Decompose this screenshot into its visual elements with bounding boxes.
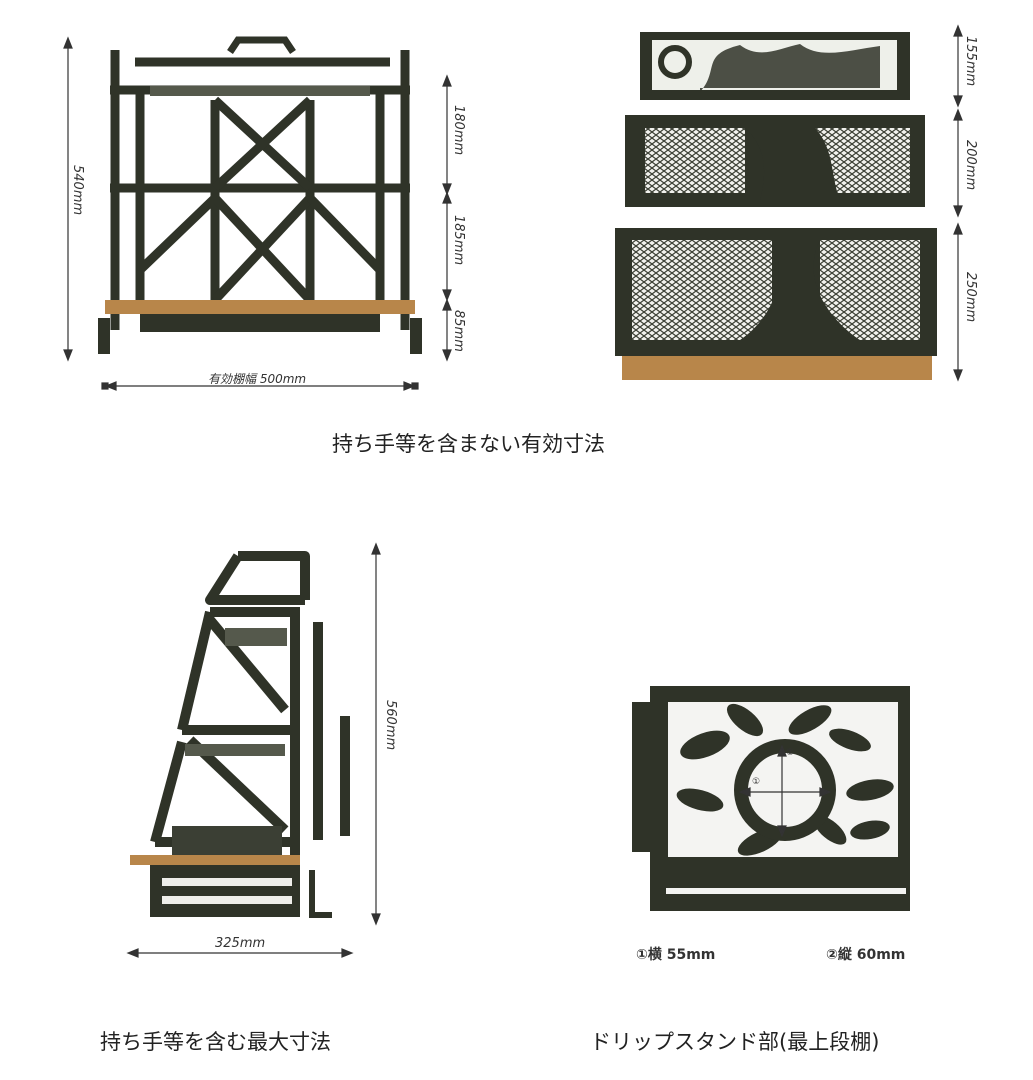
wood-board-side — [130, 855, 300, 865]
caption-effective-dimensions: 持ち手等を含まない有効寸法 — [332, 432, 605, 456]
note-height: ②縦 60mm — [826, 947, 906, 963]
wood-board-front — [105, 300, 415, 314]
note-width: ①横 55mm — [636, 947, 716, 963]
caption-drip-stand: ドリップスタンド部(最上段棚) — [590, 1030, 880, 1054]
wood-board-shelf — [622, 356, 932, 380]
marker-width: ① — [752, 777, 761, 787]
side-depth-label: 325mm — [215, 936, 266, 951]
marker-height: ② — [786, 748, 795, 758]
effective-width-label: 有効棚幅 500mm — [208, 372, 307, 386]
caption-max-dimensions: 持ち手等を含む最大寸法 — [100, 1030, 331, 1054]
